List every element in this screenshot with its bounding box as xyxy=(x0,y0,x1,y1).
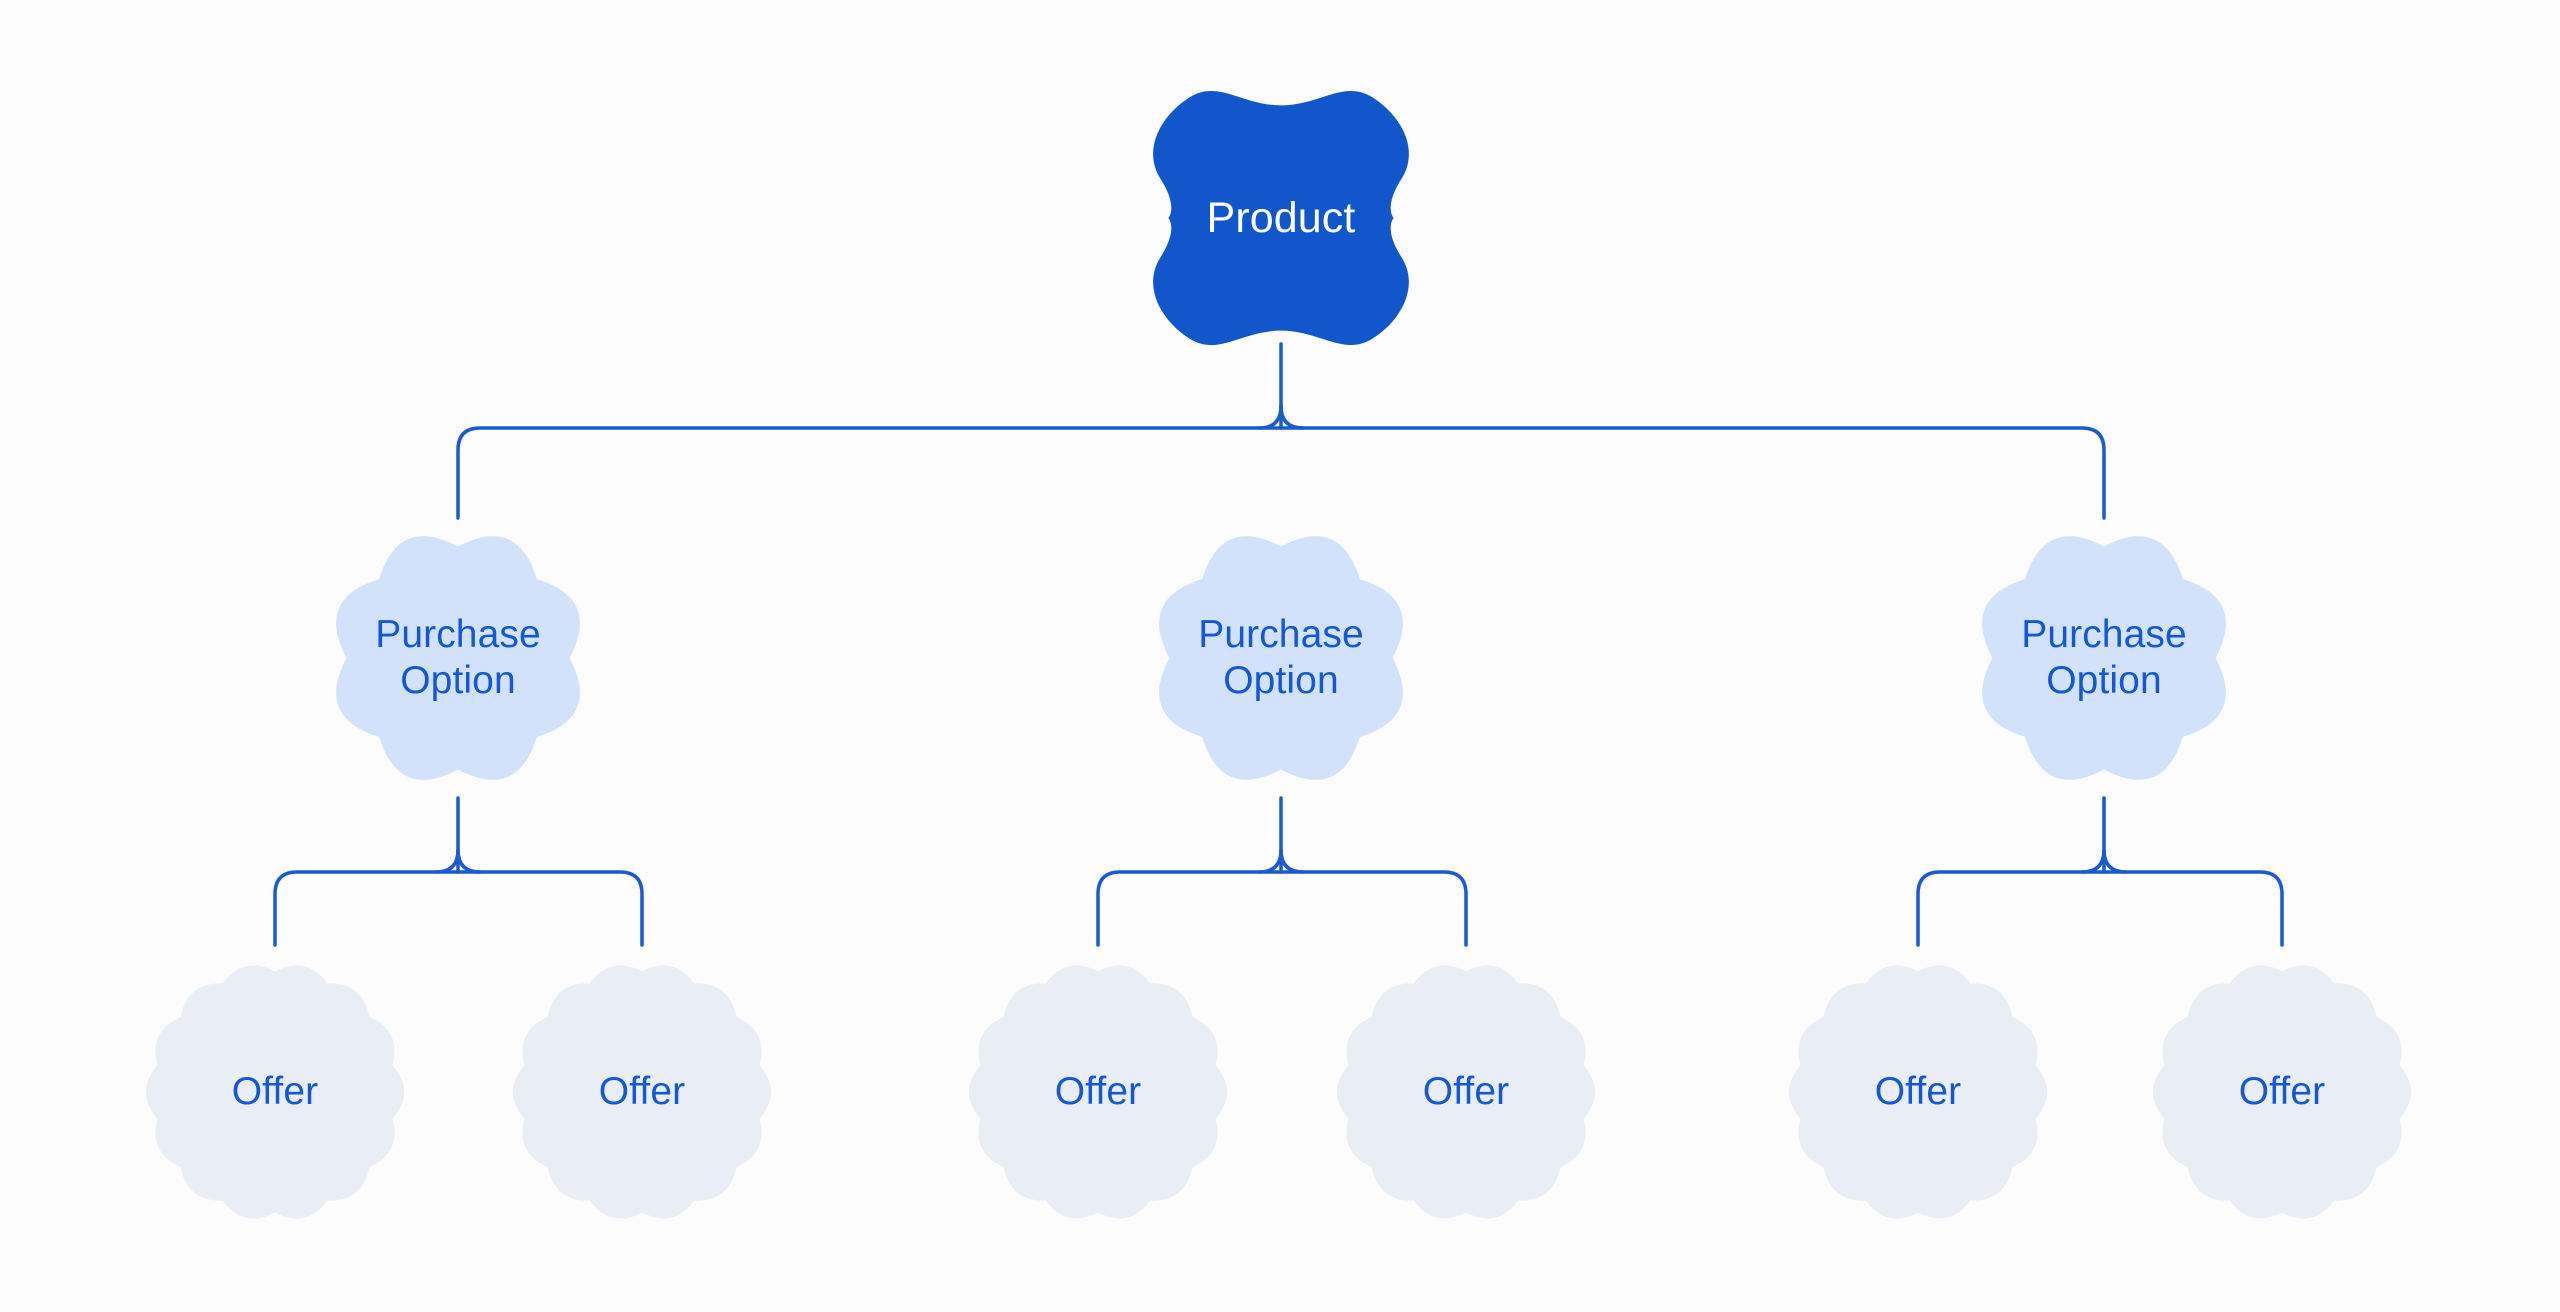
node-offer-3-2[interactable]: Offer xyxy=(2145,955,2419,1229)
connector-root-fillet-right xyxy=(1279,404,1305,430)
connector-branch2-fillet-right xyxy=(1279,848,1305,874)
connector-branch3-left xyxy=(1916,870,2106,947)
node-offer-2-1[interactable]: Offer xyxy=(961,955,1235,1229)
connector-level1-bus-right xyxy=(1279,426,2106,520)
node-offer-2-2[interactable]: Offer xyxy=(1329,955,1603,1229)
scalloped-circle-icon xyxy=(145,965,405,1219)
connector-branch3-fillet-right xyxy=(2102,848,2128,874)
connector-level1-bus-left xyxy=(456,426,1283,520)
connector-branch1-fillet-left xyxy=(434,848,460,874)
connector-branch3-right xyxy=(2102,870,2284,947)
node-purchase-option-2[interactable]: Purchase Option xyxy=(1138,515,1424,801)
blob-shape-icon xyxy=(1153,90,1409,346)
node-label: Offer xyxy=(1874,1069,1962,1113)
scalloped-circle-icon xyxy=(968,965,1228,1219)
scalloped-circle-icon xyxy=(512,965,772,1219)
connector-branch1-fillet-right xyxy=(456,848,482,874)
node-label: Offer xyxy=(2238,1069,2326,1113)
node-offer-3-1[interactable]: Offer xyxy=(1781,955,2055,1229)
node-label: Purchase Option xyxy=(1198,612,1364,702)
connector-branch1-left xyxy=(273,870,460,947)
flower-shape-icon xyxy=(336,536,580,780)
connector-branch2-fillet-left xyxy=(1257,848,1283,874)
node-label: Offer xyxy=(1422,1069,1510,1113)
scalloped-circle-icon xyxy=(2152,965,2412,1219)
flower-shape-icon xyxy=(1159,536,1403,780)
node-label: Offer xyxy=(231,1069,319,1113)
scalloped-circle-icon xyxy=(1788,965,2048,1219)
node-purchase-option-3[interactable]: Purchase Option xyxy=(1961,515,2247,801)
connector-branch3-fillet-left xyxy=(2080,848,2106,874)
node-purchase-option-1[interactable]: Purchase Option xyxy=(315,515,601,801)
node-product[interactable]: Product xyxy=(1150,87,1412,349)
node-offer-1-2[interactable]: Offer xyxy=(505,955,779,1229)
connector-root-fillet-left xyxy=(1257,404,1283,430)
scalloped-circle-icon xyxy=(1336,965,1596,1219)
node-label: Product xyxy=(1206,193,1356,242)
node-offer-1-1[interactable]: Offer xyxy=(138,955,412,1229)
node-label: Offer xyxy=(1054,1069,1142,1113)
node-label: Purchase Option xyxy=(2021,612,2187,702)
node-label: Offer xyxy=(598,1069,686,1113)
flower-shape-icon xyxy=(1982,536,2226,780)
connector-branch2-left xyxy=(1096,870,1283,947)
node-label: Purchase Option xyxy=(375,612,541,702)
connector-branch2-right xyxy=(1279,870,1468,947)
connector-branch1-right xyxy=(456,870,644,947)
